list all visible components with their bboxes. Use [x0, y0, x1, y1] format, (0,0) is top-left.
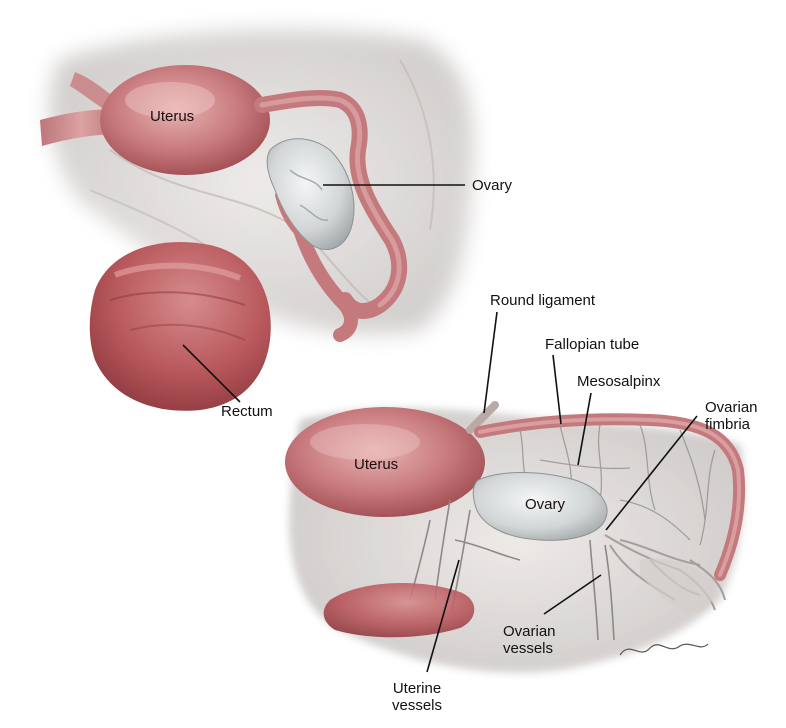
- leader-round-ligament: [484, 312, 497, 413]
- label-ovary-bottom: Ovary: [525, 496, 565, 513]
- label-ovarian-fimbria: Ovarian fimbria: [705, 399, 758, 433]
- label-mesosalpinx: Mesosalpinx: [577, 373, 660, 390]
- top-view: [40, 30, 473, 411]
- label-ovary-top: Ovary: [472, 177, 512, 194]
- label-uterine-vessels: Uterine vessels: [392, 680, 442, 714]
- label-ovarian-vessels: Ovarian vessels: [503, 623, 556, 657]
- label-uterus-top: Uterus: [150, 108, 194, 125]
- label-fallopian-tube: Fallopian tube: [545, 336, 639, 353]
- label-uterus-bottom: Uterus: [354, 456, 398, 473]
- label-rectum: Rectum: [221, 403, 273, 420]
- label-round-ligament: Round ligament: [490, 292, 595, 309]
- leader-fallopian-tube: [553, 355, 561, 424]
